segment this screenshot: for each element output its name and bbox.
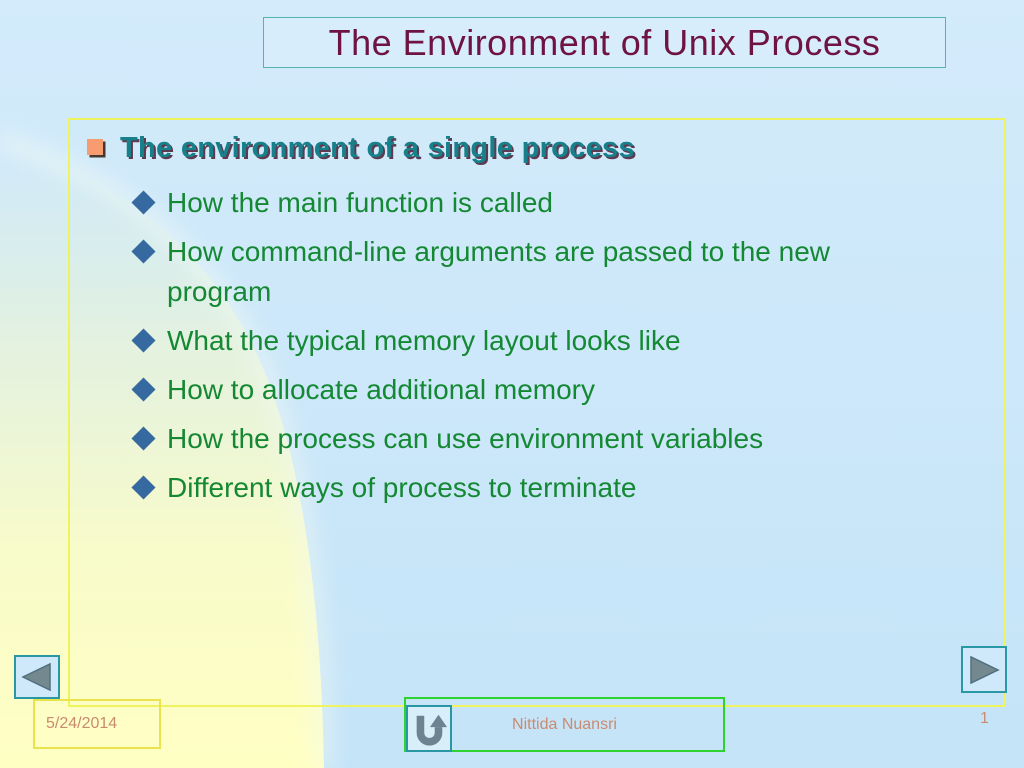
author-label: Nittida Nuansri — [512, 715, 617, 733]
bullet-text: How the main function is called — [167, 187, 553, 218]
content-heading: The environment of a single process — [120, 132, 635, 164]
diamond-bullet-icon — [131, 475, 156, 500]
bullet-item: How command-line arguments are passed to… — [131, 232, 967, 312]
diamond-bullet-icon — [131, 377, 156, 402]
author-box: Nittida Nuansri — [404, 697, 725, 752]
bullet-text: How command-line arguments are passed to… — [167, 236, 831, 307]
diamond-bullet-icon — [131, 426, 156, 451]
bullet-item: What the typical memory layout looks lik… — [131, 321, 967, 361]
date-label: 5/24/2014 — [46, 715, 118, 732]
bullet-text: How to allocate additional memory — [167, 374, 595, 405]
bullet-item: Different ways of process to terminate — [131, 468, 967, 508]
bullet-item: How the main function is called — [131, 183, 967, 223]
return-up-arrow-icon — [416, 714, 448, 746]
bullet-text: How the process can use environment vari… — [167, 423, 764, 454]
page-number: 1 — [980, 710, 989, 727]
diamond-bullet-icon — [131, 328, 156, 353]
slide-title-box: The Environment of Unix Process — [263, 17, 946, 68]
heading-row: The environment of a single process — [70, 128, 1004, 168]
diamond-bullet-icon — [131, 190, 156, 215]
return-button[interactable] — [406, 705, 452, 752]
left-arrow-icon — [21, 662, 51, 692]
bullet-text: Different ways of process to terminate — [167, 472, 637, 503]
content-frame: The environment of a single process How … — [68, 118, 1006, 707]
bullet-item: How to allocate additional memory — [131, 370, 967, 410]
bullet-list: How the main function is called How comm… — [70, 183, 1004, 508]
diamond-bullet-icon — [131, 239, 156, 264]
previous-slide-button[interactable] — [14, 655, 60, 699]
bullet-text: What the typical memory layout looks lik… — [167, 325, 681, 356]
bullet-item: How the process can use environment vari… — [131, 419, 967, 459]
right-arrow-icon — [970, 655, 1000, 684]
content-area: The environment of a single process How … — [70, 128, 1004, 713]
date-box: 5/24/2014 — [33, 699, 161, 749]
square-bullet-icon — [87, 139, 103, 155]
next-slide-button[interactable] — [961, 646, 1007, 693]
slide-title: The Environment of Unix Process — [328, 21, 881, 63]
